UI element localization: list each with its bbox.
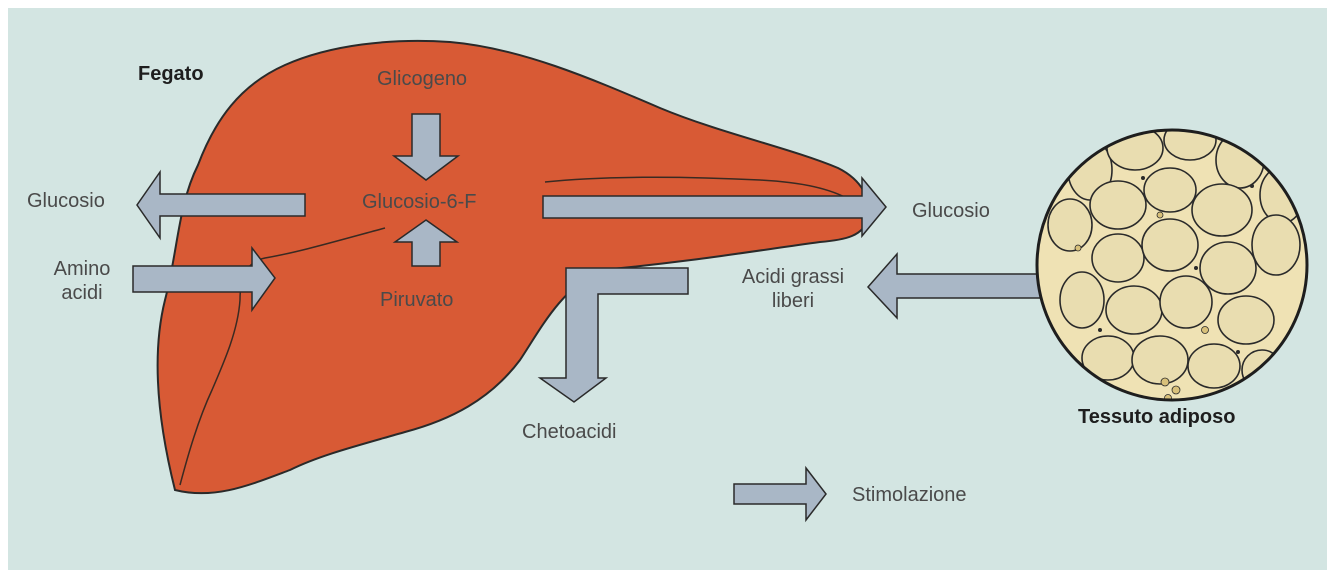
label-glucosio-6-f: Glucosio-6-F xyxy=(362,190,476,214)
label-stimolazione: Stimolazione xyxy=(852,483,967,507)
label-glucosio-right: Glucosio xyxy=(912,199,990,223)
label-amino-line2: acidi xyxy=(44,281,120,305)
adipose-tissue-circle xyxy=(1037,120,1307,402)
legend-stimolazione-arrow xyxy=(734,468,826,520)
label-tessuto-adiposo: Tessuto adiposo xyxy=(1078,405,1235,429)
label-fegato: Fegato xyxy=(138,62,204,86)
label-acidi-line2: liberi xyxy=(717,289,869,313)
label-chetoacidi: Chetoacidi xyxy=(522,420,617,444)
label-piruvato: Piruvato xyxy=(380,288,453,312)
label-amino-line1: Amino xyxy=(44,257,120,281)
label-acidi-line1: Acidi grassi xyxy=(717,265,869,289)
label-amino-acidi: Amino acidi xyxy=(44,257,120,305)
label-glicogeno: Glicogeno xyxy=(377,67,467,91)
label-acidi-grassi-liberi: Acidi grassi liberi xyxy=(717,265,869,313)
label-glucosio-left: Glucosio xyxy=(27,189,105,213)
